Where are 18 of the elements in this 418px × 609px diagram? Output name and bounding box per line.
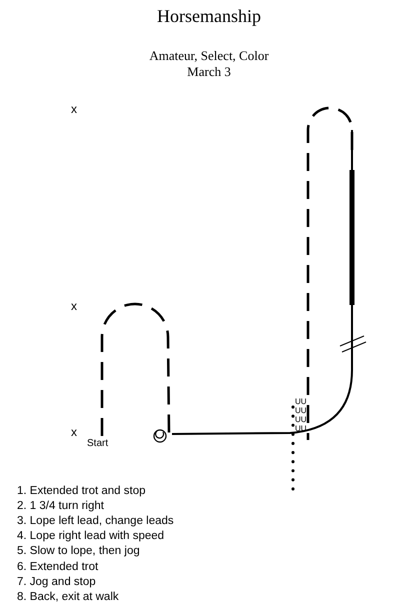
pattern-step: 7. Jog and stop [17,576,96,588]
pattern-step: 4. Lope right lead with speed [17,530,164,542]
date-text: March 3 [186,64,232,80]
pattern-step: 3. Lope left lead, change leads [17,515,174,528]
pattern-step: 2. 1 3/4 turn right [17,500,104,512]
start-label: Start [87,438,108,449]
subtitle: Amateur, Select, Color [148,48,270,64]
marker-letter: x [71,102,77,116]
back-up-mark: UU [295,415,307,424]
marker-letter: x [71,299,77,313]
back-up-mark: UU [295,397,307,406]
diagram-title: Horsemanship [156,6,262,27]
back-up-mark: UU [295,406,307,415]
pattern-step: 5. Slow to lope, then jog [17,545,140,558]
pattern-step: 8. Back, exit at walk [17,590,119,603]
pattern-step: 6. Extended trot [17,560,98,572]
marker-letter: x [71,425,77,439]
pattern-step: 1. Extended trot and stop [17,485,146,497]
